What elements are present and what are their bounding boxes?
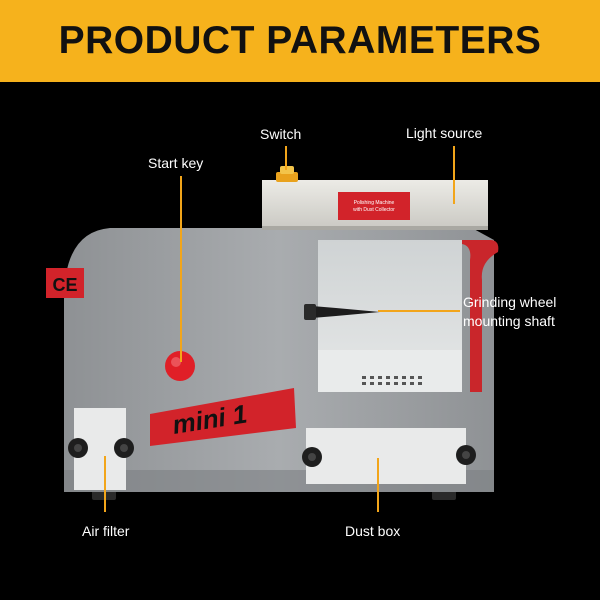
switch-body bbox=[276, 172, 298, 182]
ce-mark-plate bbox=[46, 268, 84, 298]
air-filter-leader bbox=[104, 456, 106, 512]
callout-light-source: Light source bbox=[406, 125, 483, 141]
dust-box-panel bbox=[306, 428, 466, 484]
vent-grille bbox=[362, 376, 422, 385]
switch-cap bbox=[280, 166, 294, 174]
start-key-highlight bbox=[171, 357, 181, 367]
callout-air-filter: Air filter bbox=[82, 523, 130, 539]
knob-dust-box-right bbox=[456, 445, 476, 465]
light-housing-edge bbox=[262, 226, 488, 230]
grinding-shaft bbox=[312, 306, 380, 318]
dust-box-leader bbox=[377, 458, 379, 512]
name-plate-line1: Polishing Machine bbox=[354, 200, 395, 206]
machine-foot-right bbox=[432, 490, 456, 500]
chamber-gasket bbox=[462, 240, 499, 392]
knob-air-filter-right bbox=[114, 438, 134, 458]
switch-leader bbox=[285, 146, 287, 170]
model-badge bbox=[150, 388, 296, 446]
callout-grinding-line2: mounting shaft bbox=[463, 313, 555, 329]
light-source-leader bbox=[453, 146, 455, 204]
start-key-leader bbox=[180, 176, 182, 362]
grinding-shaft-leader bbox=[378, 310, 460, 312]
callout-dust-box: Dust box bbox=[345, 523, 401, 539]
banner-title: PRODUCT PARAMETERS bbox=[58, 19, 542, 62]
shaft-collar bbox=[304, 304, 316, 320]
knob-dust-box-left bbox=[302, 447, 322, 467]
knob-air-filter-left bbox=[68, 438, 88, 458]
name-plate-line2: with Dust Collector bbox=[353, 207, 395, 213]
callout-start-key: Start key bbox=[148, 155, 204, 171]
header-banner: PRODUCT PARAMETERS bbox=[0, 0, 600, 82]
name-plate bbox=[338, 192, 410, 220]
callout-switch: Switch bbox=[260, 126, 302, 142]
chamber-tray bbox=[318, 350, 462, 392]
callout-grinding-line1: Grinding wheel bbox=[463, 294, 557, 310]
ce-mark: CE bbox=[52, 275, 77, 295]
